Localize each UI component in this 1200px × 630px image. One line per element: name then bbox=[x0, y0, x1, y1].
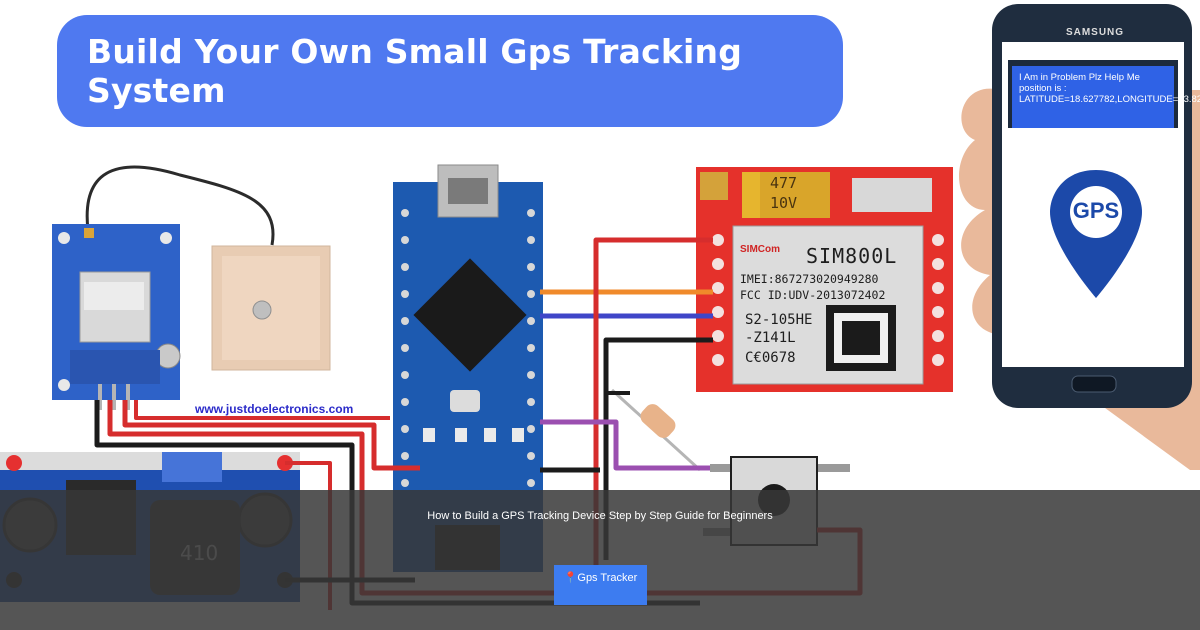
wire-red-tx bbox=[134, 400, 390, 420]
sim-antenna-pad bbox=[700, 172, 728, 200]
sim-ce-mark: C€0678 bbox=[745, 350, 796, 366]
phone-brand: SAMSUNG bbox=[1065, 27, 1125, 38]
caption-title: How to Build a GPS Tracking Device Step … bbox=[427, 510, 773, 522]
sim-model-1: S2-105HE bbox=[745, 312, 813, 328]
gps-pin-label: GPS bbox=[1072, 198, 1120, 223]
website-url[interactable]: www.justdoelectronics.com bbox=[195, 402, 354, 416]
antenna-cable bbox=[85, 165, 275, 246]
wire-black-sim bbox=[603, 337, 713, 560]
wire-red-rx bbox=[122, 400, 420, 471]
wire-red-sim bbox=[593, 237, 713, 600]
page-title: Build Your Own Small Gps Tracking System bbox=[87, 32, 743, 110]
sim-imei: IMEI:867273020949280 bbox=[740, 272, 879, 286]
sms-message: I Am in Problem Plz Help Me position is … bbox=[1012, 66, 1200, 128]
resistor bbox=[640, 404, 676, 438]
sim-module-name: SIM800L bbox=[806, 244, 898, 268]
atmega-chip bbox=[413, 258, 527, 372]
buck-potentiometer bbox=[162, 452, 222, 482]
title-banner: Build Your Own Small Gps Tracking System bbox=[57, 15, 843, 127]
gps-tracker-tag-label: 📍Gps Tracker bbox=[563, 572, 638, 584]
arduino-pins-right bbox=[527, 209, 535, 487]
gps-tracker-tag-button[interactable]: 📍Gps Tracker bbox=[554, 565, 647, 605]
capacitor-voltage: 10V bbox=[770, 194, 798, 212]
caption-overlay bbox=[0, 490, 1200, 630]
sim-model-2: -Z141L bbox=[745, 330, 796, 346]
capacitor-value: 477 bbox=[770, 174, 798, 192]
wire-purple bbox=[540, 419, 710, 471]
arduino-pins-left bbox=[401, 209, 409, 487]
sim-fcc-id: FCC ID:UDV-2013072402 bbox=[740, 288, 886, 302]
sim-logo: SIMCom bbox=[740, 244, 780, 255]
